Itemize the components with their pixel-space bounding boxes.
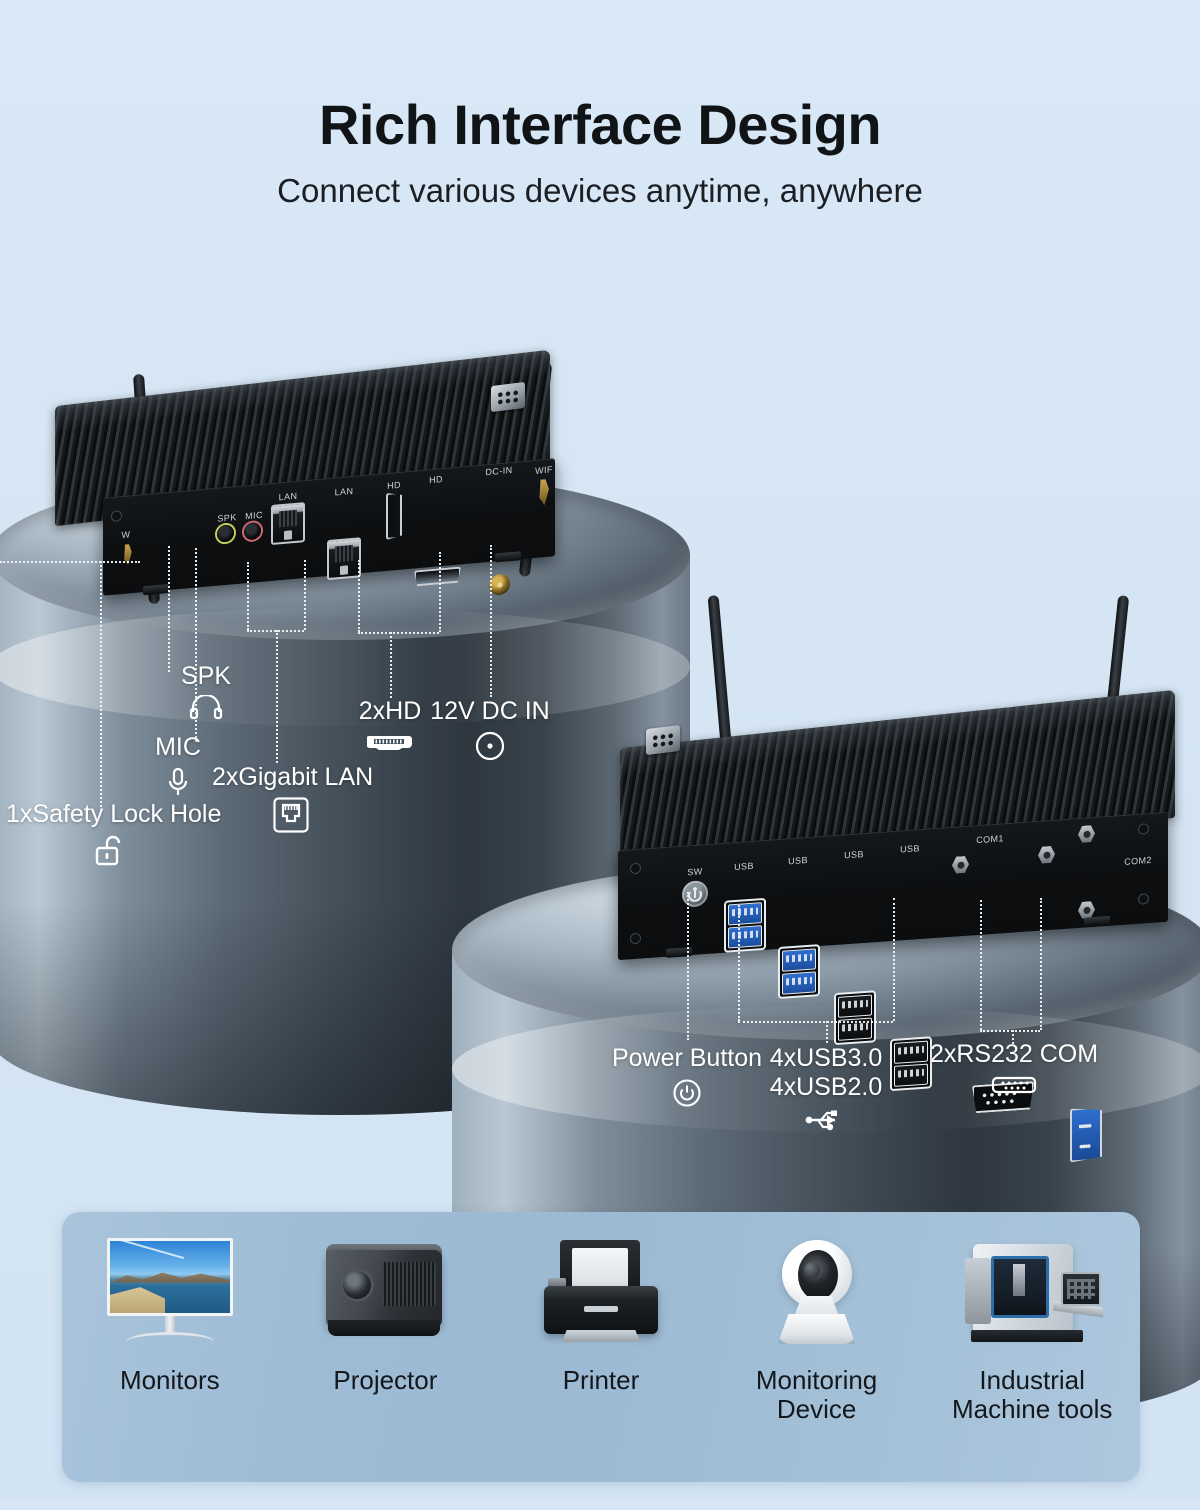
wifi-antenna-connector-right xyxy=(537,479,549,506)
callout-dc-in: 12V DC IN xyxy=(420,697,560,762)
port-label-com1: COM1 xyxy=(976,833,1004,846)
usb3-port-2[interactable] xyxy=(728,925,762,949)
microphone-icon xyxy=(140,766,216,798)
hdmi-port-2[interactable] xyxy=(414,566,461,586)
strip-label-industrial: Industrial Machine tools xyxy=(951,1365,1113,1425)
mini-pc-rear: SPK MIC LAN LAN HD HD DC-IN WIF xyxy=(55,349,560,605)
port-label-spk: SPK xyxy=(217,512,237,524)
compatible-devices-strip: Monitors Projector xyxy=(62,1212,1140,1482)
strip-label-printer: Printer xyxy=(562,1365,640,1395)
port-label-hd2: HD xyxy=(429,474,443,486)
usb2-port-1[interactable] xyxy=(838,994,872,1018)
lan-port-2[interactable] xyxy=(327,537,361,581)
chassis-screw xyxy=(111,510,122,523)
usb3-port-1[interactable] xyxy=(728,902,762,926)
pedestal-upper-rim xyxy=(0,608,690,726)
callout-usb-line2: 4xUSB2.0 xyxy=(769,1073,883,1101)
com1-screw-left xyxy=(952,856,969,874)
port-label-lan2: LAN xyxy=(334,485,354,498)
port-label-wifi-right: WIF xyxy=(535,464,553,476)
page-subtitle: Connect various devices anytime, anywher… xyxy=(277,171,923,209)
usb3-port-3[interactable] xyxy=(782,948,816,972)
strip-item-monitors[interactable]: Monitors xyxy=(62,1212,278,1395)
page-title: Rich Interface Design xyxy=(318,93,882,156)
port-label-lan1: LAN xyxy=(278,490,298,503)
projector-art xyxy=(310,1234,460,1352)
port-label-hd1: HD xyxy=(387,479,401,491)
spk-jack[interactable] xyxy=(217,524,234,543)
strip-item-printer[interactable]: Printer xyxy=(493,1212,709,1395)
com2-screw-top xyxy=(1078,825,1095,843)
strip-item-industrial[interactable]: Industrial Machine tools xyxy=(924,1212,1140,1424)
header: Rich Interface Design Connect various de… xyxy=(0,93,1200,209)
usb2-port-4[interactable] xyxy=(894,1063,928,1087)
port-label-usb3: USB xyxy=(844,849,864,861)
camera-art xyxy=(742,1234,892,1352)
monitor-art xyxy=(95,1234,245,1352)
usb3-stack-1[interactable] xyxy=(724,897,766,953)
chassis-screw-bl xyxy=(630,932,641,945)
cnc-art xyxy=(957,1234,1107,1352)
com1-screw-right xyxy=(1038,846,1055,864)
strip-label-monitoring-device: Monitoring Device xyxy=(755,1365,878,1425)
chassis-screw-br xyxy=(1138,893,1149,905)
mini-pc-front: SW USB USB USB USB xyxy=(610,594,1190,955)
strip-label-monitors: Monitors xyxy=(119,1365,220,1395)
hdmi-port-1[interactable] xyxy=(386,492,402,540)
callout-safety-lock: 1xSafety Lock Hole xyxy=(6,800,221,867)
strip-item-monitoring-device[interactable]: Monitoring Device xyxy=(709,1212,925,1424)
callout-hdmi: 2xHD xyxy=(344,697,436,752)
chassis-screw-tr xyxy=(1138,823,1149,835)
chassis-screw-tl xyxy=(630,862,641,875)
lan-port-1[interactable] xyxy=(271,502,305,546)
usb2-stack-1[interactable] xyxy=(834,990,876,1046)
hdmi-icon xyxy=(344,730,436,752)
brand-badge-2 xyxy=(646,724,680,756)
port-label-usb2: USB xyxy=(788,854,808,867)
port-label-usb4: USB xyxy=(900,843,920,855)
callout-spk: SPK xyxy=(168,662,244,721)
callout-usb: 4xUSB3.0 4xUSB2.0 xyxy=(760,1044,892,1134)
rj45-icon xyxy=(212,796,370,834)
callout-power-button: Power Button xyxy=(607,1044,767,1109)
usb3-port-4[interactable] xyxy=(782,971,816,995)
headphone-icon xyxy=(168,695,244,721)
usb3-stack-2[interactable] xyxy=(778,944,820,1000)
printer-art xyxy=(526,1234,676,1352)
db9-icon xyxy=(925,1073,1103,1097)
padlock-open-icon xyxy=(6,833,211,867)
chassis-foot-right xyxy=(495,551,521,563)
strip-label-projector: Projector xyxy=(333,1365,438,1395)
callout-rs232: 2xRS232 COM xyxy=(925,1040,1103,1097)
callout-gigabit-lan: 2xGigabit LAN xyxy=(212,763,373,834)
port-label-sw: SW xyxy=(687,866,703,878)
power-icon xyxy=(607,1077,767,1109)
brand-badge xyxy=(491,381,525,413)
callout-mic: MIC xyxy=(140,733,216,798)
port-label-dcin: DC-IN xyxy=(485,464,513,478)
usb2-port-3[interactable] xyxy=(894,1040,928,1064)
strip-item-projector[interactable]: Projector xyxy=(278,1212,494,1395)
usb-icon xyxy=(760,1106,892,1134)
chassis-foot-right-2 xyxy=(1084,915,1110,927)
port-label-usb1: USB xyxy=(734,860,754,873)
port-label-mic: MIC xyxy=(245,509,263,522)
port-label-wifi-left: W xyxy=(121,529,131,541)
power-button[interactable] xyxy=(682,879,708,908)
dc-jack-icon xyxy=(420,730,560,762)
com2-port[interactable] xyxy=(1070,1106,1102,1162)
port-label-com2: COM2 xyxy=(1124,854,1152,867)
mic-jack[interactable] xyxy=(244,521,261,541)
